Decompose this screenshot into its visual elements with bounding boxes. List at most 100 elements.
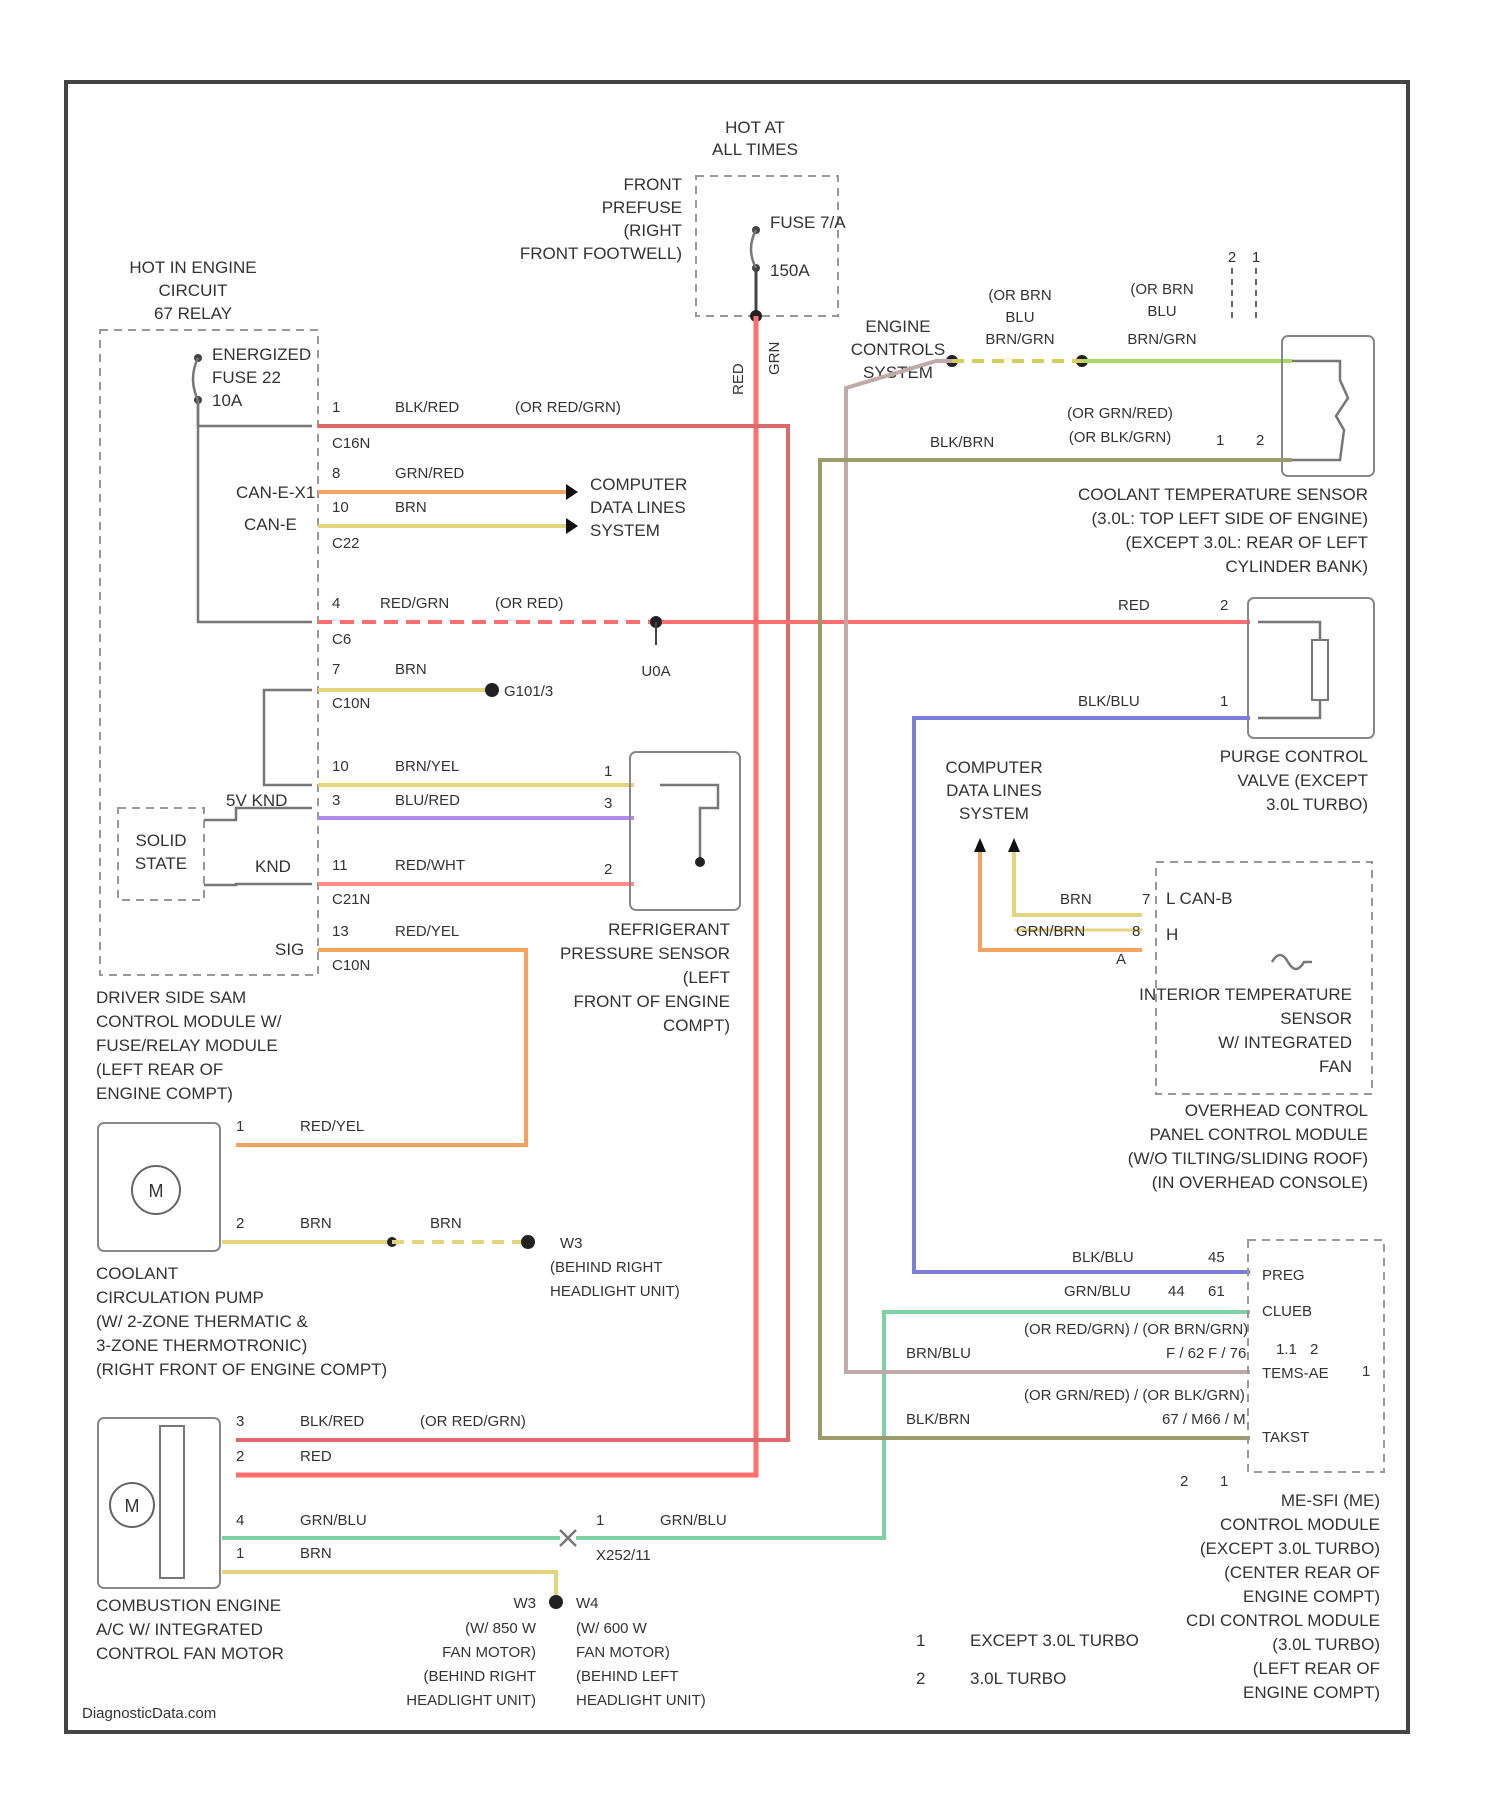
conn-wire: GRN/BLU [660, 1512, 727, 1529]
w3-label-2: FAN MOTOR) [442, 1644, 536, 1661]
pump-pin-2: 2 [236, 1215, 244, 1232]
pin-11-num: 11 [332, 857, 348, 874]
front-prefuse-box [696, 176, 838, 316]
fan-pin-1: 1 [236, 1545, 244, 1562]
pin-13-wire: RED/YEL [395, 923, 459, 940]
pin-1-conn: C16N [332, 435, 370, 452]
pin-4-num: 4 [332, 595, 340, 612]
pump-label-3: (W/ 2-ZONE THERMATIC & [96, 1312, 309, 1331]
solid-state-2: STATE [135, 854, 187, 873]
coolant-sensor-2: (3.0L: TOP LEFT SIDE OF ENGINE) [1092, 509, 1369, 528]
me-corner-2: 2 [1310, 1341, 1318, 1358]
refrigerant-label-2: PRESSURE SENSOR [560, 944, 730, 963]
pin-8-num: 8 [332, 465, 340, 482]
refrigerant-sensor-element [660, 785, 718, 862]
fan-label-2: A/C W/ INTEGRATED [96, 1620, 263, 1639]
data-lines-1: COMPUTER [590, 475, 687, 494]
me-row-4-wire: BLK/BRN [906, 1411, 970, 1428]
me-row-4-alt: (OR GRN/RED) / (OR BLK/GRN) [1024, 1387, 1245, 1404]
arrow-can-1 [566, 484, 578, 500]
refrigerant-label-3: (LEFT [683, 968, 730, 987]
pump-label-1: COOLANT [96, 1264, 178, 1283]
ecs-label-1: ENGINE [865, 317, 930, 336]
coolant-sensor-1: COOLANT TEMPERATURE SENSOR [1078, 485, 1368, 504]
me-bottom-1: 1 [1220, 1473, 1228, 1490]
overhead-label-3: (W/O TILTING/SLIDING ROOF) [1128, 1149, 1368, 1168]
interior-label-3: W/ INTEGRATED [1218, 1033, 1352, 1052]
wire-b-3: BRN/GRN [1127, 331, 1196, 348]
ground-g101-label: G101/3 [504, 683, 553, 700]
pin-13-num: 13 [332, 923, 349, 940]
relay-fuse-icon [193, 358, 198, 400]
me-label-9: ENGINE COMPT) [1243, 1683, 1380, 1702]
fan-label-3: CONTROL FAN MOTOR [96, 1644, 284, 1663]
w4-label-2: FAN MOTOR) [576, 1644, 670, 1661]
w4-label-1: (W/ 600 W [576, 1620, 648, 1637]
pin-13-conn: C10N [332, 957, 370, 974]
w3-label-3: (BEHIND RIGHT [424, 1668, 537, 1685]
sv-knd-label: 5V KND [226, 791, 287, 810]
solid-state-1: SOLID [135, 831, 186, 850]
legend-2-text: 3.0L TURBO [970, 1669, 1066, 1688]
pin-1-wire: BLK/RED [395, 399, 459, 416]
pump-ground-loc-1: (BEHIND RIGHT [550, 1259, 663, 1276]
fan-wire-red: RED [300, 1448, 332, 1465]
pin-7-wire: BRN [395, 661, 427, 678]
me-row-3-p2: F / 76 [1208, 1345, 1246, 1362]
pump-label-4: 3-ZONE THERMOTRONIC) [96, 1336, 307, 1355]
purge-label-2: VALVE (EXCEPT [1237, 771, 1368, 790]
refrigerant-pin-1: 1 [604, 763, 612, 780]
conn-pin: 1 [596, 1512, 604, 1529]
me-label-7: (3.0L TURBO) [1272, 1635, 1380, 1654]
fan-ground [549, 1595, 563, 1609]
refrigerant-sensor-node [695, 857, 705, 867]
purge-coil-icon [1312, 640, 1328, 700]
w4-label-4: HEADLIGHT UNIT) [576, 1692, 706, 1709]
pin-10b-num: 10 [332, 758, 349, 775]
purge-pin-1: 1 [1220, 693, 1228, 710]
fan-pin-3: 3 [236, 1413, 244, 1430]
pump-pin-1: 1 [236, 1118, 244, 1135]
arrow-data-r-2 [1008, 838, 1020, 852]
wire-c-1: (OR GRN/RED) [1067, 405, 1173, 422]
data-lines-r-2: DATA LINES [946, 781, 1042, 800]
sensor-pin-1: 1 [1216, 432, 1224, 449]
pump-wire-2b: BRN [430, 1215, 462, 1232]
purge-label-1: PURGE CONTROL [1220, 747, 1368, 766]
me-label-5: ENGINE COMPT) [1243, 1587, 1380, 1606]
data-lines-2: DATA LINES [590, 498, 686, 517]
wire-b-1: (OR BRN [1130, 281, 1193, 298]
prefuse-label-1: FRONT [623, 175, 682, 194]
pin-1-alt: (OR RED/GRN) [515, 399, 621, 416]
me-label-2: CONTROL MODULE [1220, 1515, 1380, 1534]
me-row-2-p1: 44 [1168, 1283, 1185, 1300]
wire-c-2: (OR BLK/GRN) [1069, 429, 1172, 446]
sam-label-3: FUSE/RELAY MODULE [96, 1036, 278, 1055]
pin-11-wire: RED/WHT [395, 857, 465, 874]
prefuse-label-3: (RIGHT [623, 221, 682, 240]
interior-wire-brn: BRN [1060, 891, 1092, 908]
w3-label-4: HEADLIGHT UNIT) [406, 1692, 536, 1709]
me-row-1-wire: BLK/BLU [1072, 1249, 1134, 1266]
pin-10-num: 10 [332, 499, 349, 516]
conn-num-1: 1 [1252, 249, 1260, 266]
interior-wire-grnbrn: GRN/BRN [1016, 923, 1085, 940]
pin-3-wire: BLU/RED [395, 792, 460, 809]
me-row-3-wire: BRN/BLU [906, 1345, 971, 1362]
hot-label-2: ALL TIMES [712, 140, 798, 159]
fan-pin-4: 4 [236, 1512, 244, 1529]
coolant-temp-sensor-box [1282, 336, 1374, 476]
interior-pin-7: 7 [1142, 891, 1150, 908]
me-label-8: (LEFT REAR OF [1253, 1659, 1380, 1678]
wire-grn-label: GRN [766, 342, 783, 375]
pin-1-num: 1 [332, 399, 340, 416]
relay-fuse-2: FUSE 22 [212, 368, 281, 387]
data-lines-r-1: COMPUTER [945, 758, 1042, 777]
purge-wire: BLK/BLU [1078, 693, 1140, 710]
hot-label-1: HOT AT [725, 118, 785, 137]
refrigerant-label-1: REFRIGERANT [608, 920, 730, 939]
sam-label-4: (LEFT REAR OF [96, 1060, 223, 1079]
refrigerant-pin-2: 2 [604, 861, 612, 878]
purge-label-3: 3.0L TURBO) [1266, 795, 1368, 814]
